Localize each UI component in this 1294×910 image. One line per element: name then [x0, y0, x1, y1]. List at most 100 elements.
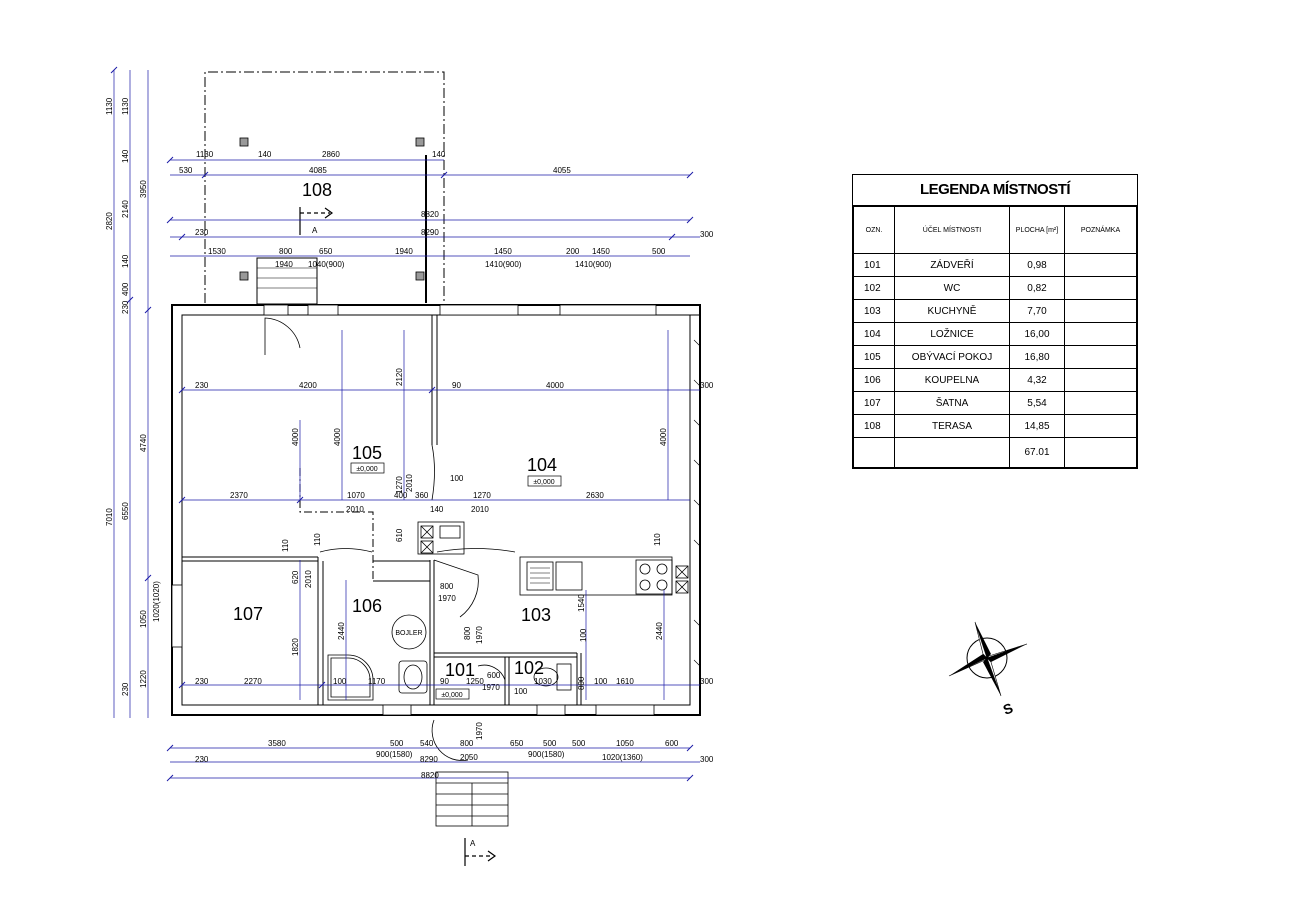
legend-title: LEGENDA MÍSTNOSTÍ	[853, 175, 1137, 206]
dim-text: 8820	[421, 210, 439, 219]
windows	[171, 304, 657, 716]
dim-text: 4000	[333, 428, 342, 446]
dim-text: 8290	[420, 755, 438, 764]
room-101: 101	[445, 660, 475, 680]
room-area: 0,98	[1009, 253, 1065, 277]
dim-text: 140	[432, 150, 446, 159]
dim-text: 1050	[139, 610, 148, 628]
room-area: 14,85	[1009, 414, 1065, 438]
dim-text: 1130	[196, 150, 214, 159]
dim-text: 600	[487, 671, 501, 680]
room-107: 107	[233, 604, 263, 624]
total-area: 67.01	[1009, 437, 1065, 468]
terrace-posts	[239, 137, 425, 281]
total-empty-1	[853, 437, 895, 468]
dim-text: 230	[195, 228, 209, 237]
dim-text: 1450	[494, 247, 512, 256]
dim-text: 1250	[466, 677, 484, 686]
dim-text: 230	[121, 300, 130, 314]
dimension-lines	[113, 70, 700, 779]
room-name: KOUPELNA	[894, 368, 1010, 392]
dim-text: 620	[291, 570, 300, 584]
room-note	[1064, 345, 1137, 369]
dim-text: 140	[121, 149, 130, 163]
total-row: 67.01	[853, 437, 1137, 468]
dim-text: 2140	[121, 200, 130, 218]
compass-south-label: S	[1001, 700, 1015, 718]
dim-text: 140	[430, 505, 444, 514]
dim-text: 1970	[482, 683, 500, 692]
header-ucel: ÚČEL MÍSTNOSTI	[894, 206, 1010, 254]
dim-text: 500	[652, 247, 666, 256]
dim-text: 1020(1020)	[152, 581, 161, 622]
dim-text: 540	[420, 739, 434, 748]
kitchen-counter	[519, 556, 689, 596]
dim-text: 100	[450, 474, 464, 483]
dim-text: 4200	[299, 381, 317, 390]
dim-text: 1130	[105, 97, 114, 115]
dim-text: 90	[452, 381, 461, 390]
room-106: 106	[352, 596, 382, 616]
legend-header-row: OZN. ÚČEL MÍSTNOSTI PLOCHA [m²] POZNÁMKA	[853, 206, 1137, 254]
dim-text: 200	[566, 247, 580, 256]
section-marker-bottom	[464, 838, 497, 866]
dim-text: 300	[700, 677, 714, 686]
room-area: 7,70	[1009, 299, 1065, 323]
room-note	[1064, 299, 1137, 323]
section-label-top: A	[312, 226, 318, 235]
room-note	[1064, 368, 1137, 392]
room-id: 107	[853, 391, 895, 415]
dim-text: 300	[700, 230, 714, 239]
room-name: ZÁDVEŘÍ	[894, 253, 1010, 277]
dim-text: 4000	[659, 428, 668, 446]
dim-text: 4000	[546, 381, 564, 390]
dim-text: 1610	[616, 677, 634, 686]
room-id: 108	[853, 414, 895, 438]
dim-text: 4085	[309, 166, 327, 175]
wall-insulation	[693, 339, 701, 667]
dim-text: 400	[121, 282, 130, 296]
dim-text: 110	[313, 533, 322, 546]
dimension-ticks	[110, 66, 694, 782]
dim-text: 1970	[475, 722, 484, 740]
dim-text: 400	[394, 491, 408, 500]
dim-text: 2820	[105, 212, 114, 230]
door-swings	[264, 317, 516, 761]
header-plocha: PLOCHA [m²]	[1009, 206, 1065, 254]
room-id: 106	[853, 368, 895, 392]
dim-text: 800	[463, 626, 472, 640]
room-name: TERASA	[894, 414, 1010, 438]
room-108: 108	[302, 180, 332, 200]
legend-table: OZN. ÚČEL MÍSTNOSTI PLOCHA [m²] POZNÁMKA…	[853, 206, 1137, 468]
dim-text: 800	[577, 676, 586, 690]
dim-text: 90	[440, 677, 449, 686]
bathroom-fixtures	[327, 614, 572, 701]
dim-text: 4740	[139, 434, 148, 452]
dim-text: 230	[121, 682, 130, 696]
dim-text: 110	[653, 533, 662, 546]
room-area: 0,82	[1009, 276, 1065, 300]
room-104: 104	[527, 455, 557, 475]
dim-text: 1970	[438, 594, 456, 603]
header-ozn: OZN.	[853, 206, 895, 254]
dims-bottom: 3580 500 540 800 650 500 500 1050 600 90…	[195, 722, 714, 780]
room-id: 103	[853, 299, 895, 323]
dim-text: 530	[179, 166, 193, 175]
dim-text: 110	[281, 539, 290, 552]
room-id: 105	[853, 345, 895, 369]
dim-text: 1130	[121, 97, 130, 115]
dim-text: 650	[319, 247, 333, 256]
dim-text: 1270	[473, 491, 491, 500]
total-empty-3	[1064, 437, 1137, 468]
room-name: ŠATNA	[894, 391, 1010, 415]
dims-top: 1130 140 2860 140 530 4085 4055 8820 230…	[179, 150, 714, 269]
room-labels: 108 105 104 107 106 103 101 102	[233, 180, 557, 680]
dim-text: 2010	[346, 505, 364, 514]
dim-text: 1170	[368, 677, 386, 686]
dim-text: 2270	[244, 677, 262, 686]
dim-text: 2370	[230, 491, 248, 500]
